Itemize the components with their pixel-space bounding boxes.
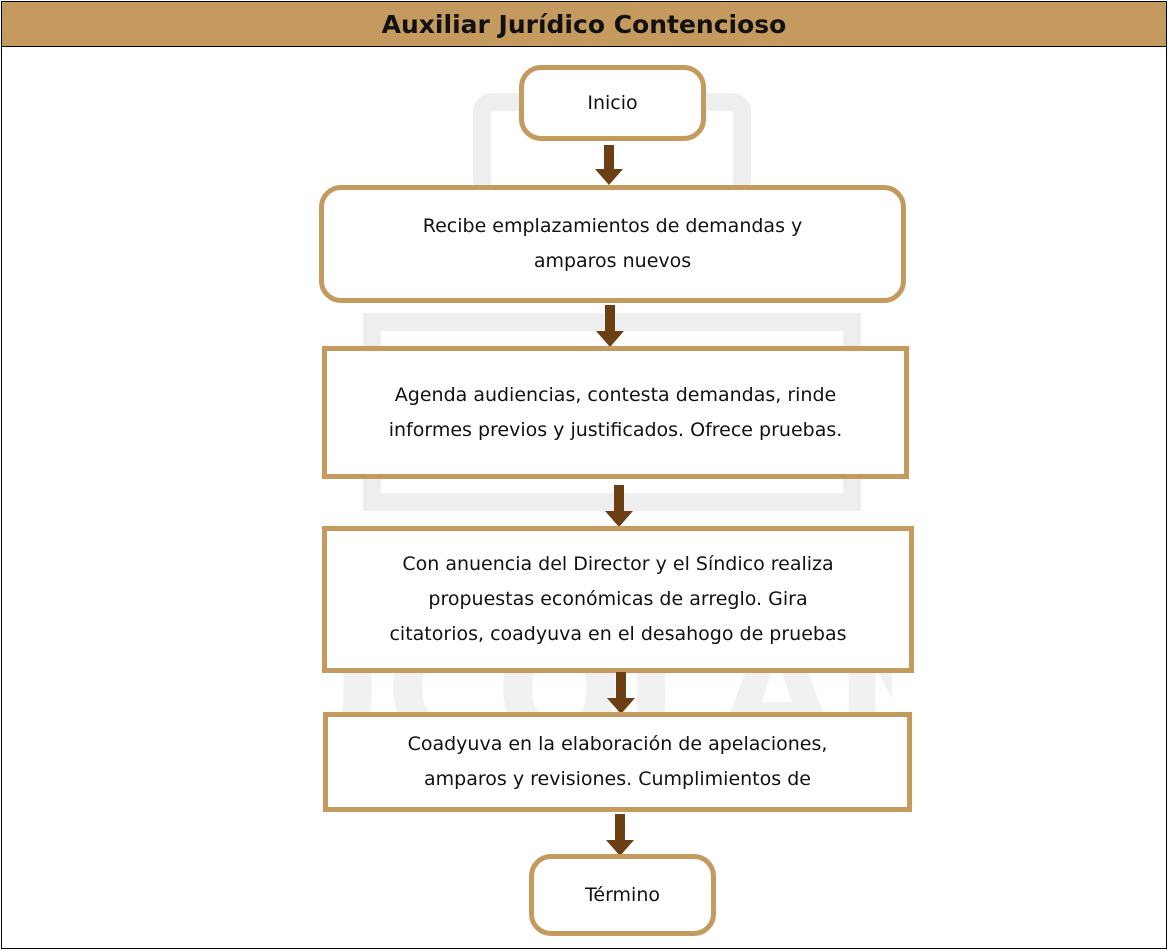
step-appeals: Coadyuva en la elaboración de apelacione… (323, 712, 912, 812)
step-schedule-hearings: Agenda audiencias, contesta demandas, ri… (322, 346, 909, 479)
step-receive-summons-label: Recibe emplazamientos de demandas y ampa… (422, 215, 803, 272)
end-label: Término (585, 883, 660, 906)
arrow-1 (595, 145, 623, 185)
step-schedule-hearings-label: Agenda audiencias, contesta demandas, ri… (388, 383, 843, 441)
end-node: Término (529, 854, 716, 936)
arrow-3 (605, 485, 633, 527)
arrow-2 (596, 305, 624, 347)
start-label: Inicio (587, 91, 638, 114)
step-economic-proposals: Con anuencia del Director y el Síndico r… (322, 526, 914, 673)
step-economic-proposals-label: Con anuencia del Director y el Síndico r… (389, 553, 847, 645)
start-node: Inicio (519, 65, 706, 141)
arrow-5 (606, 814, 634, 856)
arrow-4 (607, 672, 635, 714)
page-title: Auxiliar Jurídico Contencioso (2, 2, 1166, 47)
step-appeals-label: Coadyuva en la elaboración de apelacione… (407, 733, 828, 790)
step-receive-summons: Recibe emplazamientos de demandas y ampa… (319, 185, 906, 303)
